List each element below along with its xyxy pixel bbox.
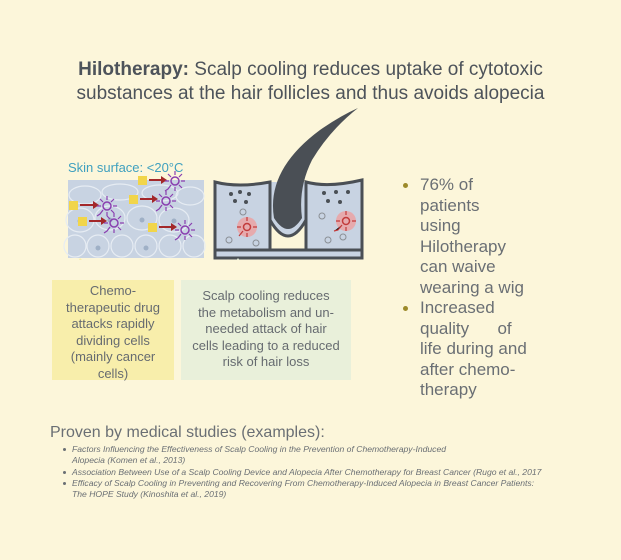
callout-line: risk of hair loss [222, 354, 310, 369]
page-title: Hilotherapy: Scalp cooling reduces uptak… [0, 58, 621, 106]
study-item: Association Between Use of a Scalp Cooli… [62, 467, 602, 478]
benefits-list: 76% of patients using Hilotherapy can wa… [400, 175, 550, 401]
study-line: Alopecia (Komen et al., 2013) [72, 455, 186, 466]
hair-icon [272, 108, 358, 229]
title-bold: Hilotherapy: [78, 59, 190, 80]
callout-line: (mainly cancer [70, 349, 156, 364]
title-line2: substances at the hair follicles and thu… [76, 83, 545, 104]
callout-pointer-right [236, 258, 240, 260]
callout-pointer-left [78, 258, 82, 260]
benefit-item: Increased quality of life during and aft… [400, 298, 550, 401]
benefit-line: wearing a wig [420, 277, 524, 297]
study-line: Factors Influencing the Effectiveness of… [72, 444, 447, 454]
drug-attack-icons [69, 171, 195, 241]
callout-line: Chemo- [89, 283, 137, 298]
skin-surface-label: Skin surface: <20°C [68, 160, 184, 175]
scalp-cooling-illustration [63, 108, 364, 260]
callout-chemo-drug: Chemo- therapeutic drug attacks rapidly … [52, 280, 174, 381]
benefit-line: Hilotherapy [420, 236, 506, 256]
benefit-line: can waive [420, 257, 496, 276]
benefit-line: Increased [420, 298, 495, 317]
studies-list: Factors Influencing the Effectiveness of… [62, 444, 602, 500]
study-item: Factors Influencing the Effectiveness of… [62, 444, 602, 467]
benefit-line: patients [420, 195, 480, 215]
benefit-line: quality of [420, 318, 512, 338]
callout-line: cells leading to a reduced [192, 337, 340, 353]
callout-line: cells) [97, 365, 129, 381]
study-item: Efficacy of Scalp Cooling in Preventing … [62, 478, 602, 501]
benefit-item: 76% of patients using Hilotherapy can wa… [400, 175, 550, 298]
study-line: Efficacy of Scalp Cooling in Preventing … [72, 477, 535, 488]
callout-line: dividing cells [76, 332, 150, 348]
callout-line: the metabolism and un- [198, 304, 334, 320]
study-line: Association Between Use of a Scalp Cooli… [72, 466, 542, 477]
benefit-line: 76% of [420, 175, 473, 194]
study-line: The HOPE Study (Kinoshita et al., 2019) [72, 489, 227, 500]
callout-scalp-cooling: Scalp cooling reduces the metabolism and… [181, 280, 351, 380]
skin-cells-left [63, 180, 206, 258]
benefit-line: therapy [420, 380, 477, 399]
callout-line: needed attack of hair [205, 321, 327, 336]
benefit-line: life during and [420, 339, 527, 358]
title-line1: Scalp cooling reduces uptake of cytotoxi… [189, 59, 543, 80]
benefit-line: using [420, 216, 461, 235]
callout-line: Scalp cooling reduces [202, 288, 330, 303]
scalp-follicle-block [213, 108, 364, 260]
benefit-line: after chemo- [420, 359, 516, 379]
callout-line: attacks rapidly [71, 316, 155, 331]
callout-line: therapeutic drug [66, 299, 160, 315]
studies-heading: Proven by medical studies (examples): [50, 424, 325, 441]
